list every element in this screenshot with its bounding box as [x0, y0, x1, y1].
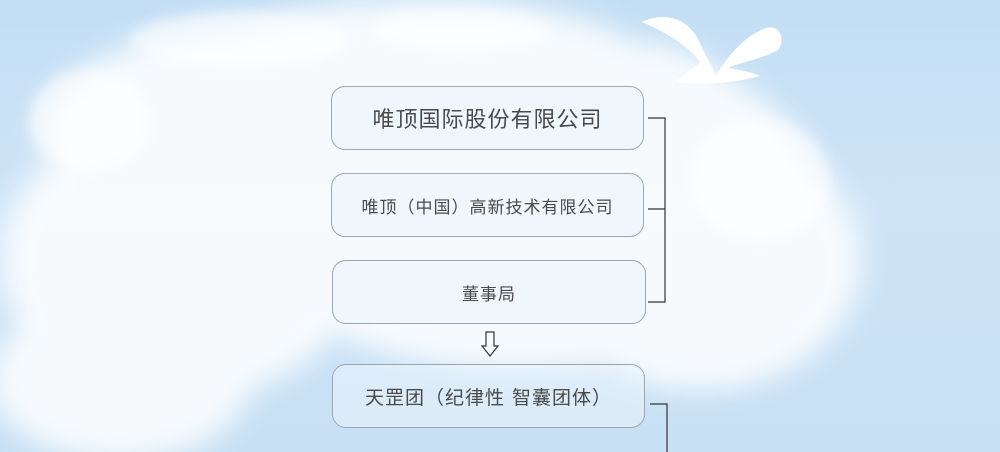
- node-company-label: 唯顶国际股份有限公司: [372, 108, 603, 133]
- node-subsidiary: 唯顶（中国）高新技术有限公司: [331, 173, 644, 237]
- node-tiangang: 天罡团（纪律性 智囊团体）: [332, 364, 645, 428]
- cloud-highlights: [30, 8, 830, 240]
- node-company: 唯顶国际股份有限公司: [331, 86, 644, 150]
- node-subsidiary-label: 唯顶（中国）高新技术有限公司: [361, 197, 614, 218]
- node-tiangang-label: 天罡团（纪律性 智囊团体）: [364, 386, 613, 409]
- node-board: 董事局: [332, 260, 646, 324]
- bird-icon: [642, 17, 782, 84]
- node-board-label: 董事局: [462, 284, 516, 305]
